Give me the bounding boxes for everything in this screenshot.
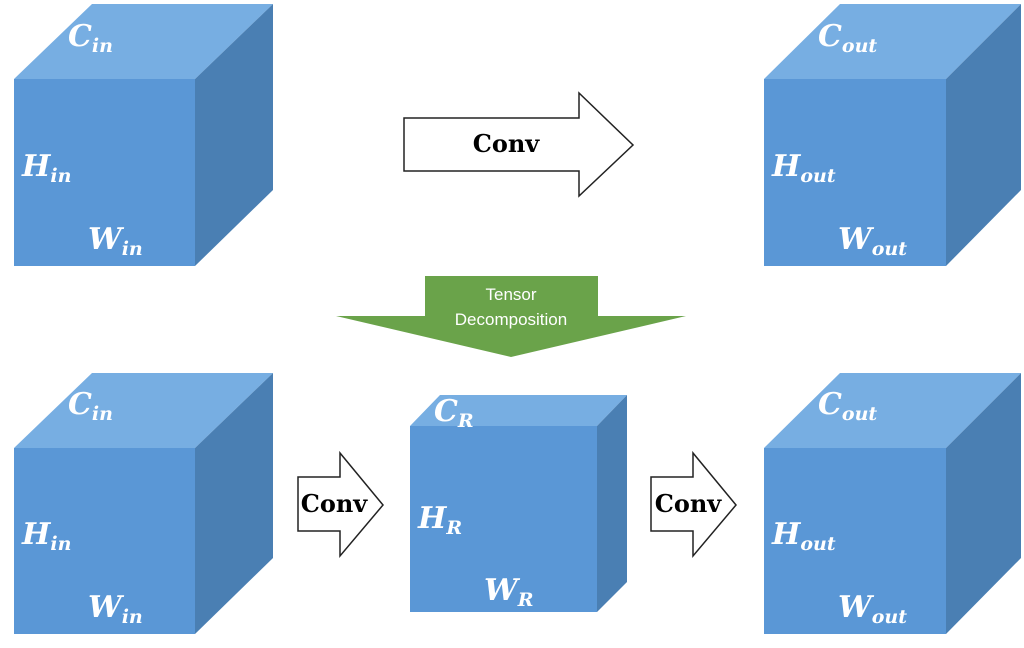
- cube-front-face: [764, 79, 946, 266]
- channel-label: Cout: [818, 387, 877, 425]
- width-label: Wout: [838, 222, 907, 260]
- channel-label: CR: [434, 394, 474, 432]
- cube-top-face: [764, 4, 1021, 79]
- cube-side-face: [597, 395, 627, 612]
- decomposition-label-line1: Tensor: [485, 285, 536, 304]
- width-label: Win: [88, 590, 143, 628]
- channel-label: Cout: [818, 19, 877, 57]
- height-label: HR: [417, 501, 462, 539]
- top-output-cube: Cout Hout Wout: [764, 4, 1021, 266]
- height-label: Hin: [21, 149, 71, 187]
- cube-side-face: [946, 373, 1021, 634]
- bottom-output-cube: Cout Hout Wout: [764, 373, 1021, 634]
- cube-top-face: [764, 373, 1021, 448]
- conv-label: Conv: [473, 129, 541, 158]
- conv-label: Conv: [301, 489, 369, 518]
- cube-top-face: [410, 395, 627, 426]
- cube-front-face: [410, 426, 597, 612]
- height-label: Hout: [771, 149, 836, 187]
- tensor-decomposition-arrow: Tensor Decomposition: [336, 276, 686, 357]
- cube-side-face: [195, 373, 273, 634]
- channel-label: Cin: [68, 387, 113, 425]
- top-conv-arrow: Conv: [403, 91, 635, 198]
- width-label: Win: [88, 222, 143, 260]
- rank-cube: CR HR WR: [410, 394, 627, 612]
- bottom-input-cube: Cin Hin Win: [14, 373, 273, 634]
- cube-side-face: [195, 4, 273, 266]
- bottom-conv-arrow-1: Conv: [297, 450, 384, 559]
- cube-front-face: [14, 448, 195, 634]
- height-label: Hin: [21, 517, 71, 555]
- conv-label: Conv: [655, 489, 723, 518]
- bottom-conv-arrow-2: Conv: [650, 450, 737, 559]
- cube-top-face: [14, 373, 273, 448]
- decomposition-arrow-shape: [336, 276, 686, 357]
- arrow-shape: [403, 91, 635, 198]
- cube-front-face: [14, 79, 195, 266]
- channel-label: Cin: [68, 19, 113, 57]
- cube-side-face: [946, 4, 1021, 266]
- decomposition-label-line2: Decomposition: [455, 310, 567, 329]
- cube-top-face: [14, 4, 273, 79]
- height-label: Hout: [771, 517, 836, 555]
- arrow-shape: [297, 450, 384, 559]
- arrow-shape: [650, 450, 737, 559]
- width-label: Wout: [838, 590, 907, 628]
- cube-front-face: [764, 448, 946, 634]
- width-label: WR: [484, 573, 534, 611]
- top-input-cube: Cin Hin Win: [14, 4, 273, 266]
